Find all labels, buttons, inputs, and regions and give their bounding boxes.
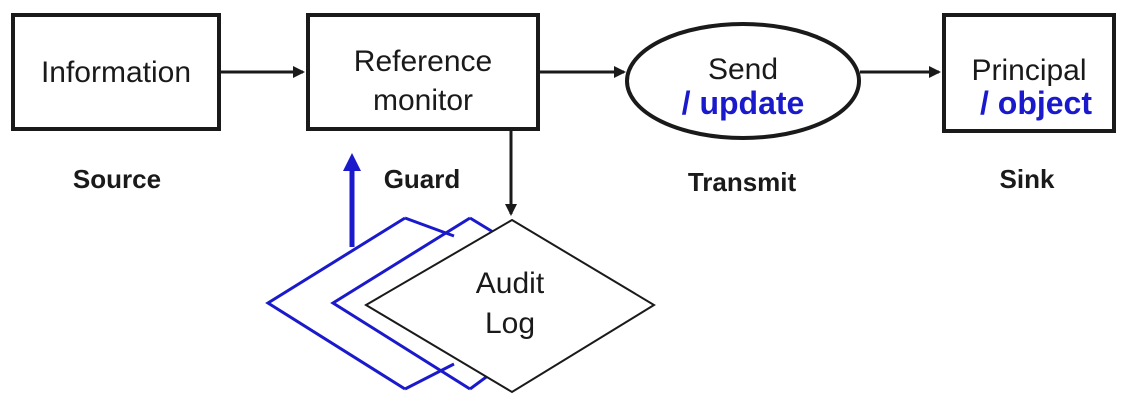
principal-box [942,13,1116,133]
audit-log-label-line1: Audit [476,267,545,300]
audit-log-diamond [364,218,656,394]
caption-source: Source [73,164,161,194]
send-label: Send [708,53,778,86]
caption-guard: Guard [384,164,461,194]
principal-label: Principal [971,54,1086,87]
audit-log-label-line2: Log [485,307,535,340]
reference-monitor-label-line2: monitor [373,84,473,117]
information-label: Information [41,56,191,89]
send-ellipse [625,22,861,140]
send-annotation: / update [682,85,805,121]
caption-sink: Sink [1000,164,1055,194]
principal-annotation: / object [980,85,1092,121]
caption-transmit: Transmit [688,167,797,197]
reference-monitor-box [306,13,540,131]
information-box [11,13,221,131]
reference-monitor-label-line1: Reference [354,45,492,78]
